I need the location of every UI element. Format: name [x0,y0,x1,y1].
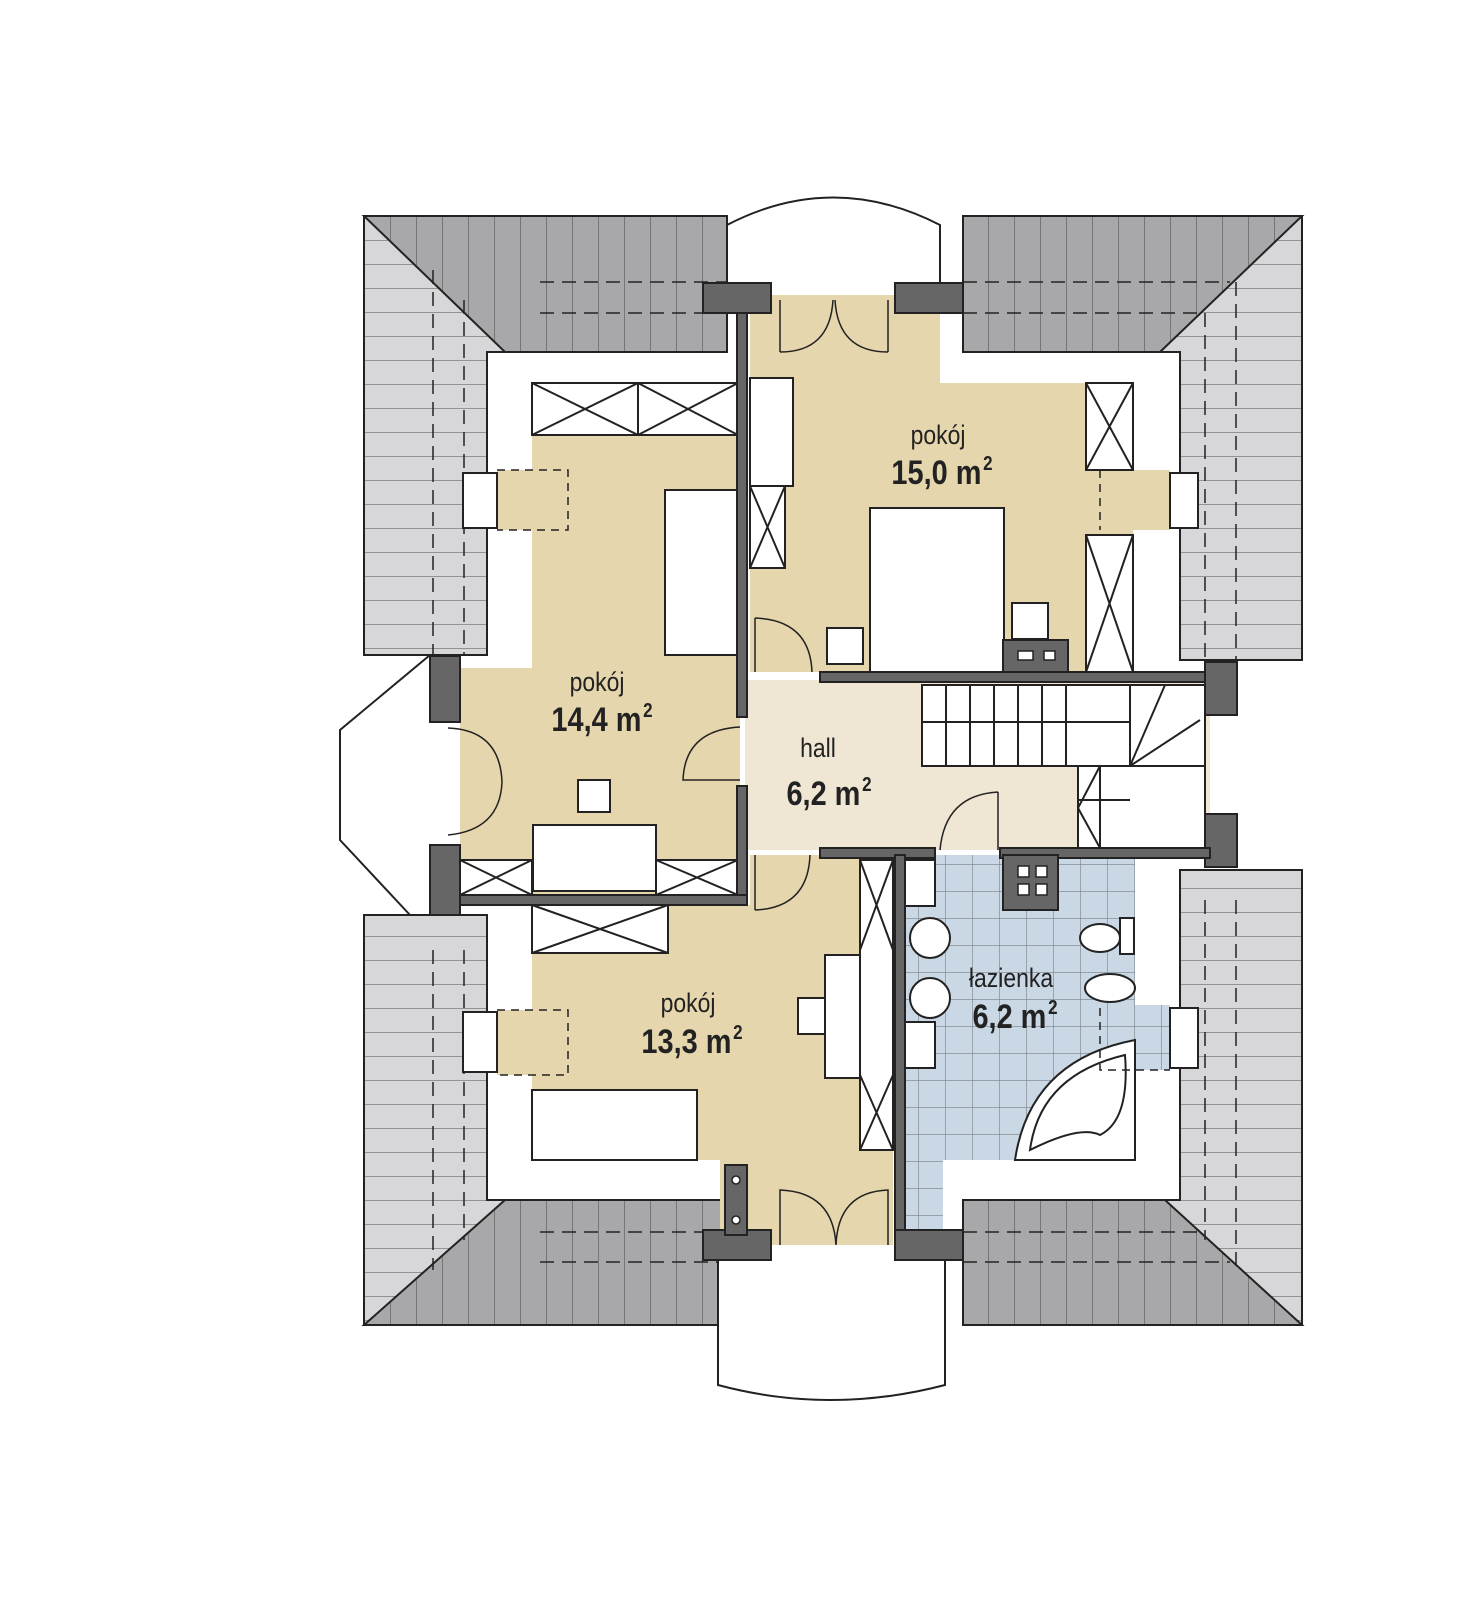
room-name-label: łazienka [968,963,1054,993]
area-value: 6,2 [972,998,1013,1036]
wall [459,894,748,906]
wall [1204,813,1238,868]
stairs [921,684,1206,767]
roof-bottom-right [962,869,1305,1326]
bed-double [869,507,1005,673]
room-name-label: pokój [569,667,625,697]
area-exponent: 2 [862,774,872,796]
wall [429,844,461,916]
room-name-label: pokój [660,988,716,1018]
area-unit: m [955,454,982,492]
chimney [1002,854,1059,911]
area-exponent: 2 [733,1022,743,1044]
area-exponent: 2 [1048,997,1058,1019]
bed-bottom [531,1089,698,1161]
toilet-icon [1079,923,1121,953]
wall [999,847,1211,859]
bay-top [726,196,941,285]
area-value: 15,0 [891,454,948,492]
bed [664,489,739,656]
bathtub-icon [1013,1038,1136,1161]
sink-icon [909,977,951,1019]
room-area-label: 14,4 m2 [551,700,652,740]
area-value: 6,2 [786,775,827,813]
wall [819,847,936,859]
room-area-label: 6,2 m2 [786,774,871,814]
bay-bottom [717,1255,946,1401]
wall [736,785,748,905]
room-top-right [750,295,1170,672]
area-value: 14,4 [551,701,608,739]
room-area-label: 6,2 m2 [972,997,1057,1037]
area-unit: m [1020,998,1047,1036]
roof-top-left [361,215,728,656]
wall [894,282,964,314]
desk-left [532,824,657,892]
wall [429,655,461,723]
area-value: 13,3 [641,1023,698,1061]
area-exponent: 2 [983,453,993,475]
bidet-icon [1084,973,1136,1003]
wall [724,1164,748,1236]
room-area-label: 15,0 m2 [891,453,992,493]
area-unit: m [834,775,861,813]
desk-bottom [824,954,861,1079]
wall [819,671,1211,683]
area-unit: m [615,701,642,739]
room-name-label: pokój [910,420,966,450]
area-exponent: 2 [643,700,653,722]
room-name-label: hall [800,733,836,763]
sink-icon [909,917,951,959]
wall [894,1229,964,1261]
wall [736,312,748,718]
wall [702,282,772,314]
room-area-label: 13,3 m2 [641,1022,742,1062]
bay-left [339,654,431,916]
desk [749,377,794,487]
wall [1204,661,1238,716]
roof-top-right [962,215,1305,661]
wardrobe [531,382,739,436]
chimney [1002,639,1069,673]
area-unit: m [705,1023,732,1061]
wall [894,854,906,1231]
